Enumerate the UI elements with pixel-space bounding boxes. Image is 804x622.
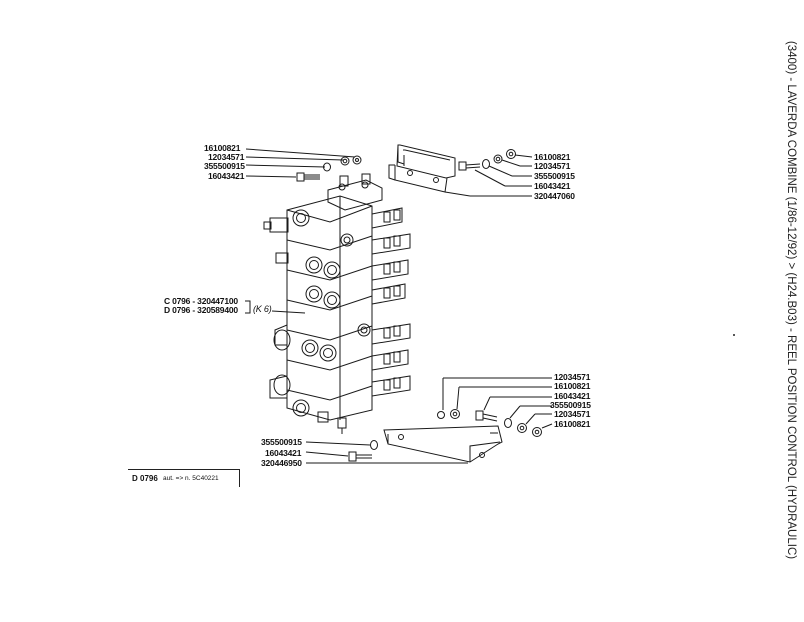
hardware-top-left: [296, 155, 362, 182]
part-label: C 0796 - 320447100: [164, 296, 238, 306]
part-label: 16043421: [554, 391, 591, 401]
hardware-bottom-right: [437, 409, 542, 437]
part-label: 355500915: [261, 437, 302, 447]
leaders-bottom-left: [305, 441, 468, 464]
part-label: 355500915: [204, 161, 245, 171]
part-label: D 0796 - 320589400: [164, 305, 238, 315]
bracket-bottom: [383, 425, 503, 463]
hardware-top-right: [458, 149, 516, 171]
leaders-top-left: [245, 148, 356, 178]
part-label: 16043421: [265, 448, 302, 458]
reference-label: (K 6): [253, 304, 272, 314]
part-label: 320447060: [534, 191, 575, 201]
part-label: 16100821: [534, 152, 571, 162]
part-label: 12034571: [554, 372, 591, 382]
part-label: 16043421: [534, 181, 571, 191]
part-label: 12034571: [554, 409, 591, 419]
version-note: aut. => n. 5C40221: [163, 475, 219, 482]
part-label: 355500915: [550, 400, 591, 410]
part-label: 16100821: [554, 381, 591, 391]
version-code: D 0796: [132, 474, 158, 483]
part-label: 12034571: [534, 161, 571, 171]
valve-block: [245, 173, 411, 434]
part-label: 355500915: [534, 171, 575, 181]
hardware-bottom-left: [348, 440, 378, 462]
version-box: D 0796 aut. => n. 5C40221: [128, 469, 240, 487]
part-label: 320446950: [261, 458, 302, 468]
part-label: 12034571: [208, 152, 245, 162]
speck: [733, 334, 735, 336]
part-label: 16100821: [554, 419, 591, 429]
leaders-top-right: [444, 154, 533, 197]
part-label: 16043421: [208, 171, 245, 181]
leaders-bottom-right: [442, 377, 553, 429]
bracket-top-right: [388, 144, 456, 193]
part-label: 16100821: [204, 143, 241, 153]
